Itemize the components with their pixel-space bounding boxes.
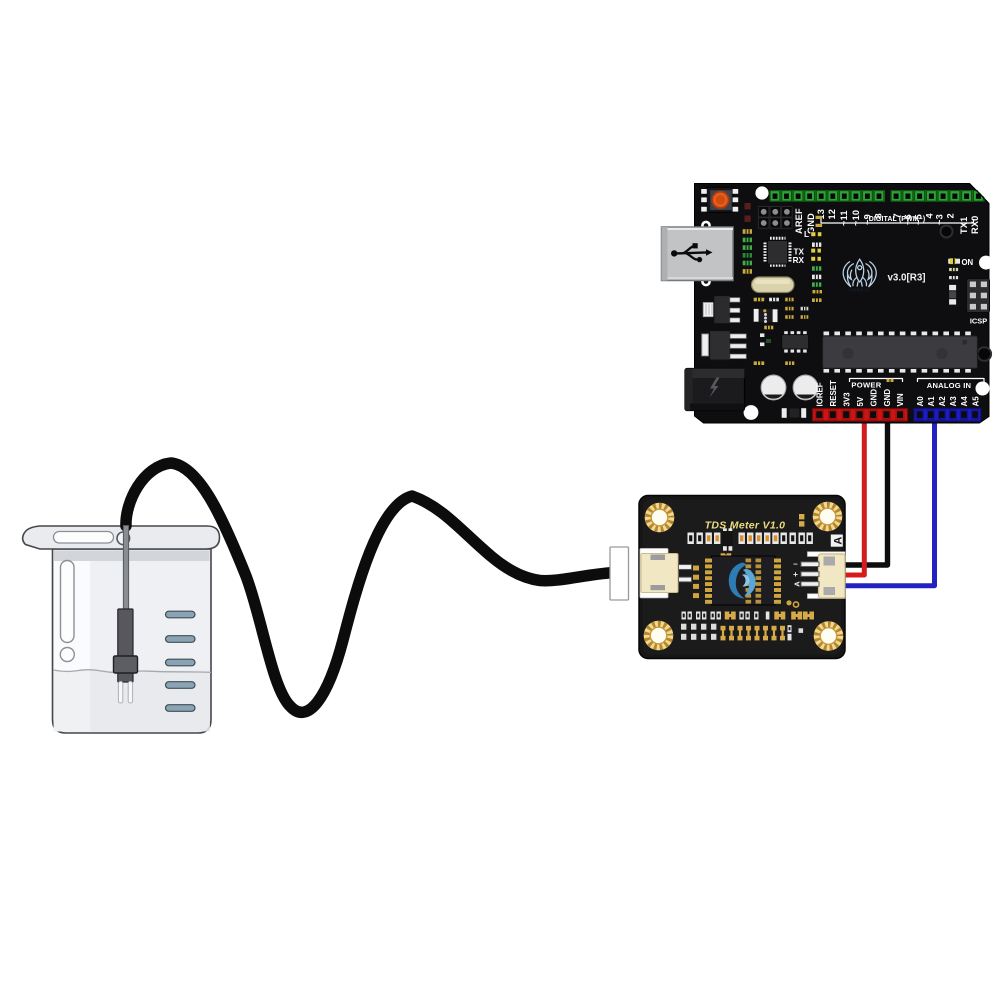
svg-text:GND: GND [883,389,892,407]
svg-text:GND: GND [806,213,816,234]
svg-text:~5: ~5 [914,214,924,225]
svg-text:+: + [793,569,798,579]
svg-text:13: 13 [816,209,826,220]
svg-text:TX: TX [794,248,805,257]
svg-text:ICSP: ICSP [970,317,987,326]
svg-text:TX1: TX1 [959,217,969,234]
svg-text:5V: 5V [856,396,865,406]
svg-text:7: 7 [892,213,902,218]
svg-text:A: A [792,581,801,587]
svg-text:A: A [832,537,844,545]
svg-text:A3: A3 [949,396,958,407]
svg-text:3V3: 3V3 [842,392,851,407]
svg-text:~6: ~6 [903,214,913,225]
svg-text:–: – [793,560,798,569]
svg-text:AREF: AREF [794,208,804,234]
svg-text:A4: A4 [960,396,969,407]
svg-text:RX: RX [793,256,805,265]
svg-text:A5: A5 [971,396,980,407]
svg-text:L: L [804,230,809,239]
svg-text:ANPAJA: ANPAJA [849,288,870,294]
svg-text:VIN: VIN [896,393,905,406]
svg-text:~9: ~9 [863,214,873,225]
svg-text:IOREF: IOREF [816,382,825,406]
svg-text:ANALOG IN: ANALOG IN [927,381,971,390]
svg-text:4: 4 [924,213,934,219]
svg-text:ON: ON [961,258,973,267]
svg-text:2: 2 [946,213,956,218]
svg-text:DIGITAL (PWM~): DIGITAL (PWM~) [869,216,926,223]
svg-text:GND: GND [869,389,878,407]
svg-text:TDS Meter V1.0: TDS Meter V1.0 [705,520,786,532]
svg-text:A2: A2 [938,396,947,407]
svg-text:v3.0[R3]: v3.0[R3] [887,273,925,284]
svg-text:12: 12 [827,209,837,220]
svg-text:A0: A0 [916,396,925,407]
svg-text:8: 8 [873,213,883,218]
svg-text:RESET: RESET [829,380,838,406]
svg-text:~10: ~10 [851,210,861,226]
svg-text:POWER: POWER [851,380,881,389]
svg-text:A1: A1 [927,396,936,407]
svg-text:~3: ~3 [935,214,945,225]
svg-text:RX0: RX0 [970,216,980,234]
svg-text:~11: ~11 [839,210,849,226]
